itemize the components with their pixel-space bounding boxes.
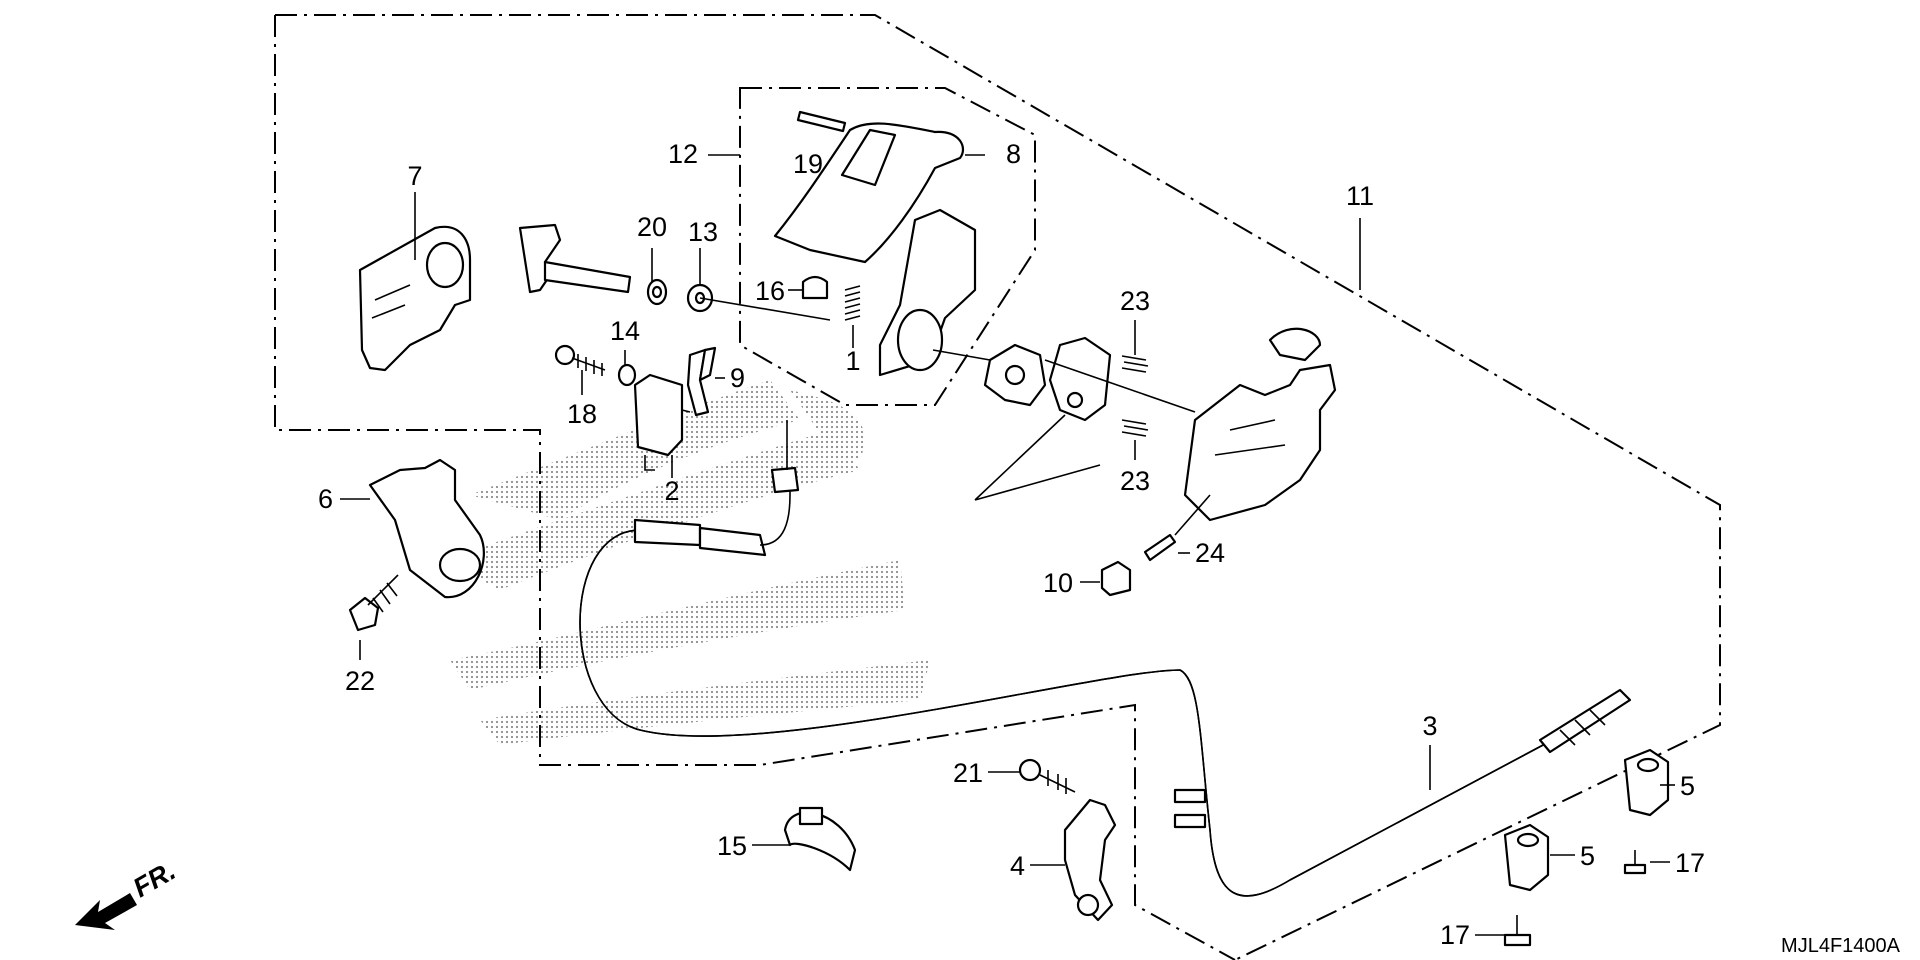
group-boundary-12 <box>739 87 1036 406</box>
part-16-cap <box>801 275 829 300</box>
callout-11: 11 <box>1346 181 1374 211</box>
part-23-screw-lower <box>1121 419 1149 437</box>
front-direction-marker: FR. <box>75 855 181 930</box>
leader-lines <box>340 154 1675 936</box>
callout-labels: 7 8 12 19 11 20 13 16 1 14 18 9 2 23 23 … <box>318 139 1705 950</box>
part-2-switch <box>633 373 691 471</box>
callout-9: 9 <box>730 363 745 393</box>
pin-lever <box>518 223 632 294</box>
front-arrow-icon <box>75 893 137 930</box>
part-21-bolt <box>1018 758 1076 794</box>
part-7-cover <box>358 225 472 372</box>
callout-5-left: 5 <box>1580 841 1595 871</box>
part-3-cable <box>579 420 1632 897</box>
part-1-spring <box>844 285 861 321</box>
callout-8: 8 <box>1006 139 1021 169</box>
callout-7: 7 <box>407 161 422 191</box>
part-22-bolt <box>348 574 399 632</box>
callout-15: 15 <box>717 831 747 861</box>
part-8-lever <box>773 122 965 264</box>
part-15-band <box>783 806 857 872</box>
part-5-clamp-right <box>1623 748 1670 817</box>
part-5-clamp-left <box>1503 823 1550 892</box>
callout-2: 2 <box>664 476 679 506</box>
callout-21: 21 <box>953 758 983 788</box>
callout-12: 12 <box>668 139 698 169</box>
group-boundary-11 <box>274 14 1721 960</box>
callout-6: 6 <box>318 484 333 514</box>
cam-gear <box>983 343 1047 407</box>
part-19-pin <box>796 110 847 133</box>
part-17-screw-right <box>1623 850 1647 875</box>
part-4-bracket <box>1063 798 1117 922</box>
callout-22: 22 <box>345 666 375 696</box>
part-10-clip <box>1100 560 1132 597</box>
part-9-plate <box>686 346 717 417</box>
cam-block <box>1048 336 1112 422</box>
watermark-wing-logo <box>445 380 930 745</box>
callout-19: 19 <box>793 149 823 179</box>
callout-23-lower: 23 <box>1120 466 1150 496</box>
callout-16: 16 <box>755 276 785 306</box>
callout-10: 10 <box>1043 568 1073 598</box>
latch-housing <box>1183 327 1337 522</box>
callout-20: 20 <box>637 212 667 242</box>
callout-5-right: 5 <box>1680 771 1695 801</box>
callout-13: 13 <box>688 217 718 247</box>
callout-17-bottom: 17 <box>1440 920 1470 950</box>
callout-4: 4 <box>1010 851 1025 881</box>
part-18-bolt <box>554 344 606 376</box>
part-20-washer <box>646 278 668 306</box>
callout-23-upper: 23 <box>1120 286 1150 316</box>
callout-14: 14 <box>610 316 640 346</box>
part-6-bracket <box>368 458 485 599</box>
callout-18: 18 <box>567 399 597 429</box>
callout-1: 1 <box>845 346 860 376</box>
part-14-washer <box>617 363 637 387</box>
front-label: FR. <box>128 855 181 903</box>
latch-assembly <box>878 208 977 377</box>
diagram-code: MJL4F1400A <box>1781 935 1901 957</box>
callout-17-right: 17 <box>1675 848 1705 878</box>
part-23-screw-upper <box>1121 355 1149 373</box>
part-17-screw-bottom <box>1503 915 1532 947</box>
callout-3: 3 <box>1422 711 1437 741</box>
callout-24: 24 <box>1195 538 1225 568</box>
part-24-pin <box>1143 533 1177 562</box>
